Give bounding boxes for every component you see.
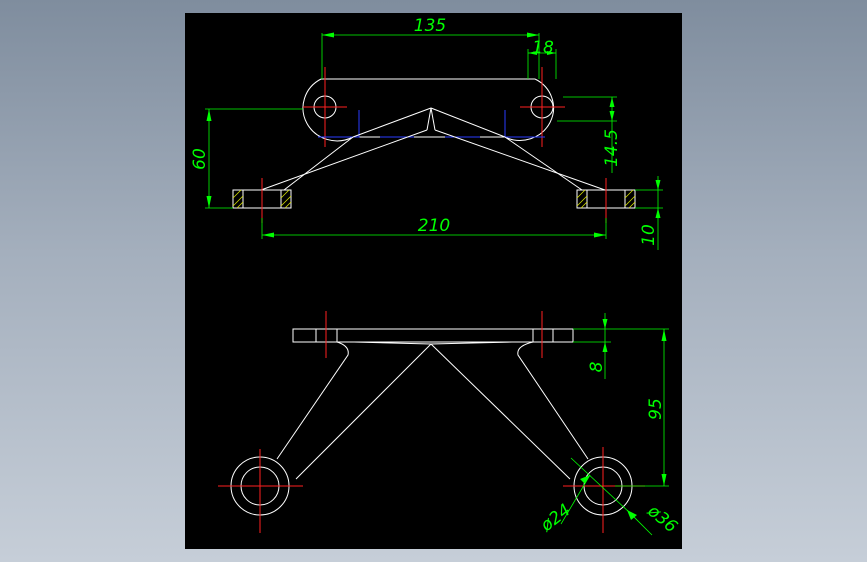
left-mount-plate (232, 178, 292, 223)
front-arms (276, 341, 589, 480)
svg-text:10: 10 (639, 224, 659, 246)
dim-rise-14-5: 14.5 (557, 96, 622, 173)
svg-text:8: 8 (587, 361, 607, 372)
dim-height-60: 60 (190, 108, 303, 209)
svg-text:135: 135 (414, 16, 446, 36)
svg-text:95: 95 (646, 398, 666, 420)
dim-hole-spacing: 135 (321, 16, 540, 79)
svg-text:210: 210 (418, 216, 450, 236)
dim-outer-diameter: ø36 (626, 501, 681, 537)
hidden-lines (318, 110, 545, 138)
dim-base-210: 210 (261, 216, 607, 239)
top-link-bar (302, 78, 555, 142)
dim-height-95: 95 (611, 328, 669, 487)
top-eye-centerlines (303, 67, 565, 147)
dim-plate-8: 8 (573, 313, 611, 379)
svg-text:14.5: 14.5 (602, 129, 622, 167)
dim-inner-diameter: ø24 (536, 457, 631, 536)
cad-drawing: 135 18 60 14.5 (190, 16, 681, 537)
dim-lug-offset: 18 (527, 38, 557, 79)
svg-text:ø24: ø24 (536, 500, 574, 536)
front-left-eye (218, 449, 303, 533)
front-view: 8 95 ø24 ø36 (218, 311, 681, 537)
top-arms (260, 107, 606, 191)
svg-text:18: 18 (532, 38, 554, 58)
right-mount-plate (576, 178, 636, 223)
top-view: 135 18 60 14.5 (190, 16, 663, 250)
drawing-viewport[interactable]: 135 18 60 14.5 (185, 13, 682, 549)
front-top-bar (292, 311, 574, 358)
dim-plate-10: 10 (635, 176, 663, 250)
front-right-eye (563, 447, 645, 533)
svg-text:60: 60 (190, 148, 210, 170)
